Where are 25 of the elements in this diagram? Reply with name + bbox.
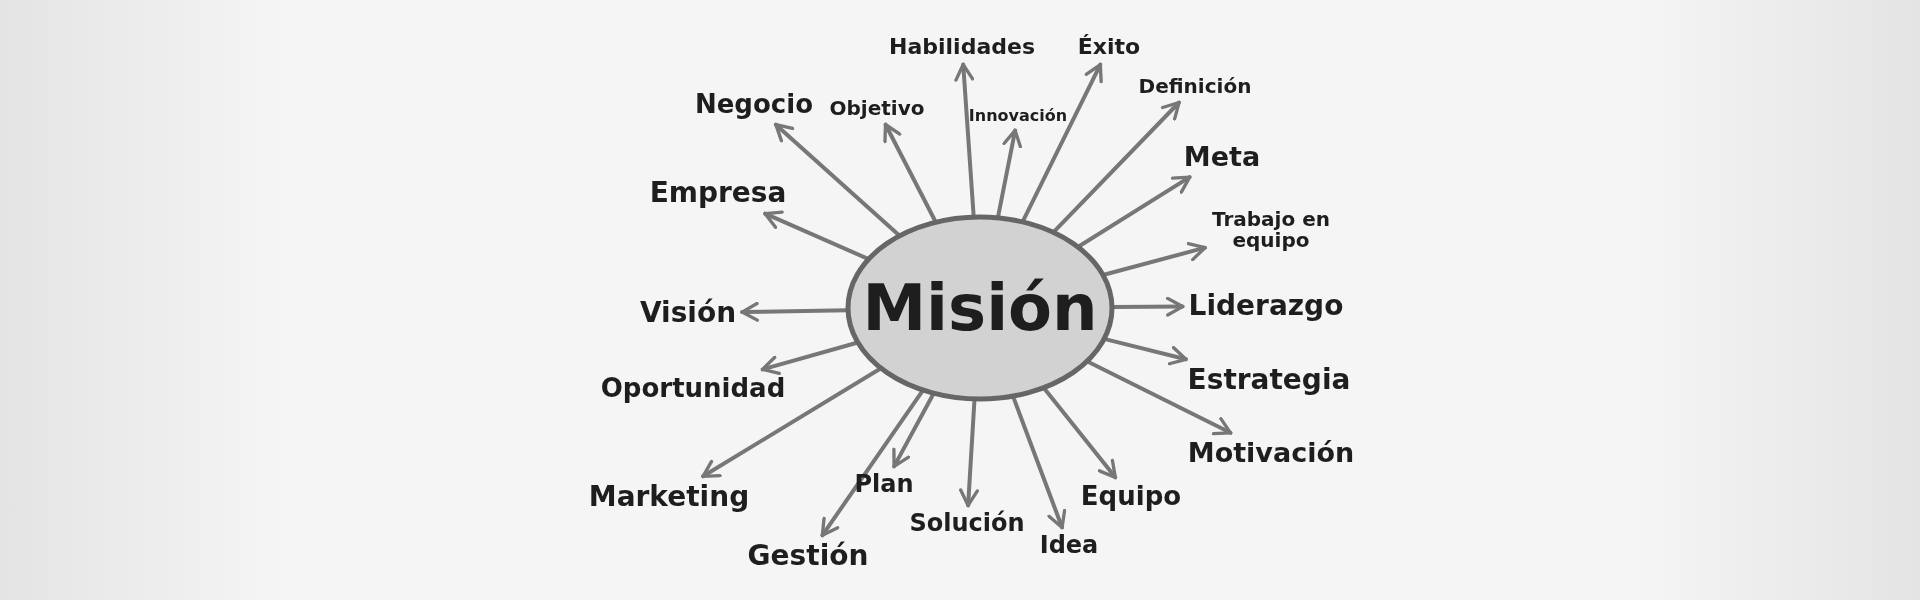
arrow xyxy=(773,122,902,238)
concept-label: Liderazgo xyxy=(1182,285,1350,327)
concept-label: Trabajo en equipo xyxy=(1205,203,1337,257)
concept-label: Empresa xyxy=(643,172,793,214)
arrow xyxy=(1085,359,1233,436)
concept-label: Definición xyxy=(1132,69,1258,103)
arrow xyxy=(701,366,883,479)
concept-label: Equipo xyxy=(1074,477,1188,517)
concept-label: Visión xyxy=(633,292,743,334)
central-title: Misión xyxy=(862,271,1098,345)
concept-label: Meta xyxy=(1177,136,1267,178)
concept-label: Estrategia xyxy=(1181,359,1357,401)
concept-label: Objetivo xyxy=(823,91,931,125)
central-ellipse xyxy=(845,214,1115,402)
concept-label: Marketing xyxy=(582,476,756,518)
concept-label: Oportunidad xyxy=(594,369,792,409)
concept-label: Innovación xyxy=(962,101,1074,131)
concept-label: Negocio xyxy=(688,85,820,125)
concept-label: Plan xyxy=(848,466,920,504)
concept-label: Motivación xyxy=(1181,432,1361,474)
concept-label: Solución xyxy=(903,505,1031,543)
concept-label: Idea xyxy=(1033,527,1105,565)
concept-label: Gestión xyxy=(741,535,875,577)
concept-label: Éxito xyxy=(1071,29,1147,65)
concept-label: Habilidades xyxy=(883,29,1041,65)
